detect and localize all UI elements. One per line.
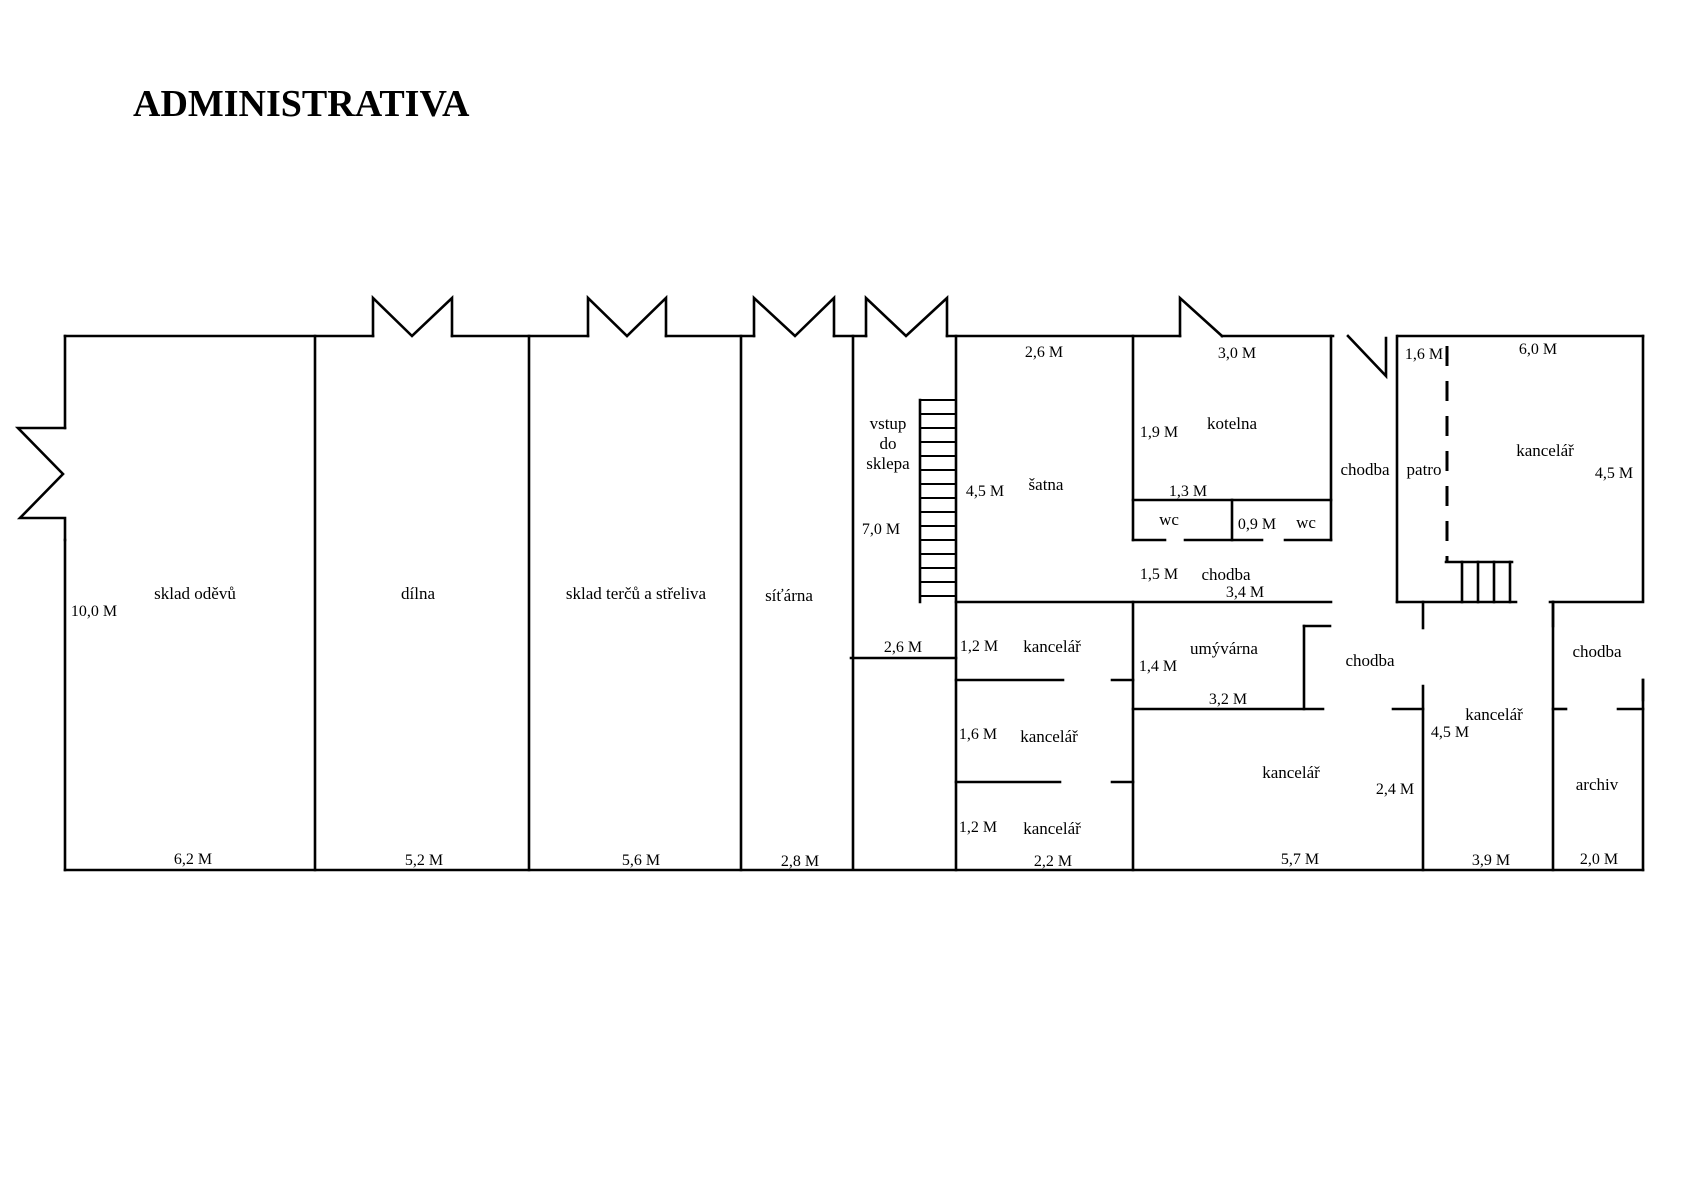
room-label-kancelar-2: kancelář — [1020, 727, 1078, 746]
dim-1-2-b: 1,2 M — [959, 819, 997, 836]
dim-2-8: 2,8 M — [781, 853, 819, 870]
dim-3-0: 3,0 M — [1218, 345, 1256, 362]
dim-1-6-k: 1,6 M — [959, 726, 997, 743]
dim-1-2-a: 1,2 M — [960, 638, 998, 655]
room-label-kotelna: kotelna — [1207, 414, 1257, 433]
dimension-labels: 10,0 M 6,2 M 5,2 M 5,6 M 2,8 M 7,0 M 2,6… — [71, 341, 1633, 870]
dim-6-2: 6,2 M — [174, 851, 212, 868]
dim-3-4: 3,4 M — [1226, 584, 1264, 601]
dim-7-0: 7,0 M — [862, 521, 900, 538]
room-label-patro: patro — [1407, 460, 1442, 479]
room-label-kancelar-top-right: kancelář — [1516, 441, 1574, 460]
door-top-4 — [864, 294, 949, 338]
room-label-chodba-4: chodba — [1572, 642, 1622, 661]
door-west — [14, 426, 67, 542]
room-label-chodba-1: chodba — [1340, 460, 1390, 479]
dim-2-2: 2,2 M — [1034, 853, 1072, 870]
outer-walls — [63, 334, 1645, 872]
dim-3-2: 3,2 M — [1209, 691, 1247, 708]
door-top-1 — [371, 294, 454, 338]
dim-4-5-right: 4,5 M — [1595, 465, 1633, 482]
dim-2-4: 2,4 M — [1376, 781, 1414, 798]
dim-6-0: 6,0 M — [1519, 341, 1557, 358]
door-top-5 — [1178, 295, 1224, 338]
room-label-wc-2: wc — [1296, 513, 1316, 532]
room-label-kancelar-right: kancelář — [1465, 705, 1523, 724]
dim-3-9: 3,9 M — [1472, 852, 1510, 869]
room-label-dilna: dílna — [401, 584, 435, 603]
dim-5-7: 5,7 M — [1281, 851, 1319, 868]
dim-1-4: 1,4 M — [1139, 658, 1177, 675]
room-label-vstup-1: vstup — [870, 414, 907, 433]
doors — [14, 294, 1388, 542]
door-top-6 — [1346, 334, 1388, 380]
room-label-kancelar-3: kancelář — [1023, 819, 1081, 838]
dim-2-6-top: 2,6 M — [1025, 344, 1063, 361]
dim-0-9: 0,9 M — [1238, 516, 1276, 533]
page-title: ADMINISTRATIVA — [133, 83, 470, 125]
interior-walls — [313, 334, 1645, 872]
room-label-archiv: archiv — [1576, 775, 1619, 794]
room-label-chodba-3: chodba — [1345, 651, 1395, 670]
room-label-vstup-3: sklepa — [866, 454, 910, 473]
room-label-kancelar-center: kancelář — [1262, 763, 1320, 782]
room-label-sklad-odevu: sklad oděvů — [154, 584, 236, 603]
room-label-satna: šatna — [1029, 475, 1064, 494]
dim-1-5: 1,5 M — [1140, 566, 1178, 583]
dim-4-5-satna: 4,5 M — [966, 483, 1004, 500]
dim-5-6: 5,6 M — [622, 852, 660, 869]
dim-2-0: 2,0 M — [1580, 851, 1618, 868]
door-top-2 — [586, 294, 668, 338]
room-label-kancelar-1: kancelář — [1023, 637, 1081, 656]
room-label-sklad-tercu: sklad terčů a střeliva — [566, 584, 707, 603]
room-labels: sklad oděvů dílna sklad terčů a střeliva… — [154, 414, 1622, 838]
dim-1-9: 1,9 M — [1140, 424, 1178, 441]
dim-5-2: 5,2 M — [405, 852, 443, 869]
dim-1-3: 1,3 M — [1169, 483, 1207, 500]
cellar-stairs — [918, 398, 956, 604]
dim-2-6-vstup: 2,6 M — [884, 639, 922, 656]
dim-4-5-k: 4,5 M — [1431, 724, 1469, 741]
door-top-3 — [752, 294, 836, 338]
dim-1-6-top: 1,6 M — [1405, 346, 1443, 363]
room-label-chodba-2: chodba — [1201, 565, 1251, 584]
room-label-wc-1: wc — [1159, 510, 1179, 529]
dim-10-0: 10,0 M — [71, 603, 117, 620]
room-label-sitarna: síťárna — [765, 586, 813, 605]
room-label-vstup-2: do — [880, 434, 897, 453]
room-label-umyvarna: umývárna — [1190, 639, 1258, 658]
